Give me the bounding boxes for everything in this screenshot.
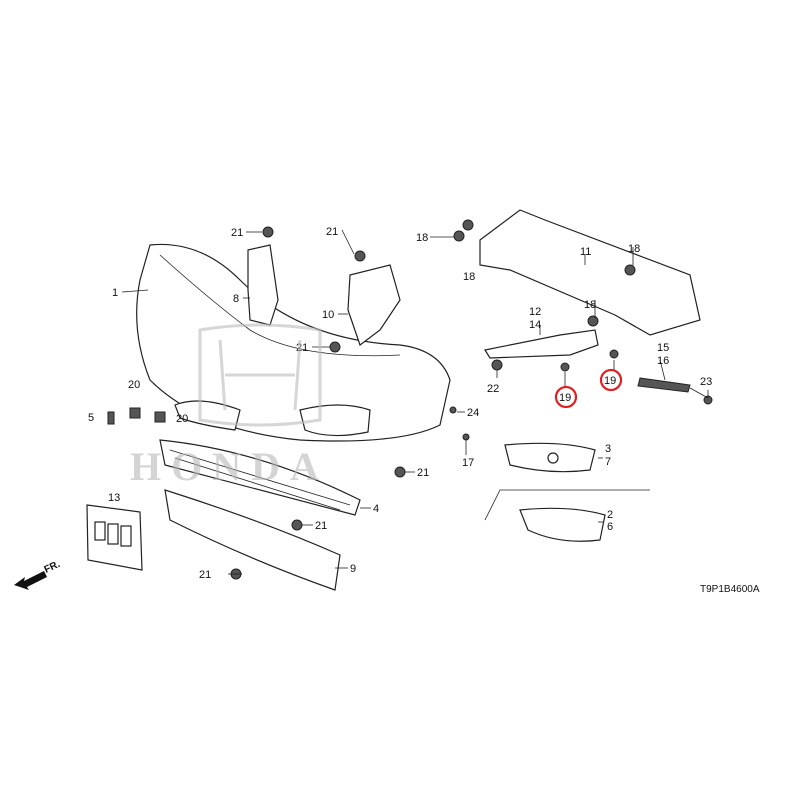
callout-21f[interactable]: 21	[199, 569, 211, 581]
callout-11[interactable]: 11	[580, 246, 591, 258]
callout-4[interactable]: 4	[373, 503, 379, 515]
callout-18a[interactable]: 18	[416, 232, 428, 244]
callout-24[interactable]: 24	[467, 407, 479, 419]
callout-21e[interactable]: 21	[315, 520, 327, 532]
front-direction-label: FR.	[43, 559, 62, 576]
highlight-circle-19a	[554, 385, 578, 409]
callout-14[interactable]: 14	[529, 319, 541, 331]
callout-21d[interactable]: 21	[417, 467, 429, 479]
callout-23[interactable]: 23	[700, 376, 712, 388]
callouts: 1 2 3 4 5 6 7 8 9 10 11 12 14 13 15 16 1…	[88, 226, 712, 581]
callout-8[interactable]: 8	[233, 293, 239, 305]
callout-21a[interactable]: 21	[231, 227, 243, 239]
callout-18c[interactable]: 18	[628, 243, 640, 255]
callout-2[interactable]: 2	[607, 509, 613, 521]
absorber[interactable]	[484, 329, 599, 359]
callout-12[interactable]: 12	[529, 306, 541, 318]
callout-6[interactable]: 6	[607, 521, 613, 533]
fog-grille-2-6[interactable]	[519, 507, 606, 542]
callout-20a[interactable]: 20	[128, 379, 140, 391]
bracket-10[interactable]	[347, 264, 401, 346]
callout-18d[interactable]: 18	[584, 299, 596, 311]
diagram-code: T9P1B4600A	[700, 584, 760, 595]
callout-13[interactable]: 13	[108, 492, 120, 504]
bracket-15-16[interactable]	[637, 377, 691, 393]
callout-16[interactable]: 16	[657, 355, 669, 367]
callout-17[interactable]: 17	[462, 457, 474, 469]
leader-lines	[121, 229, 709, 575]
bracket-8[interactable]	[247, 244, 279, 326]
honda-watermark-text: HONDA	[130, 444, 329, 489]
callout-18b[interactable]: 18	[463, 271, 475, 283]
callout-7[interactable]: 7	[605, 456, 611, 468]
callout-9[interactable]: 9	[350, 563, 356, 575]
callout-20b[interactable]: 20	[176, 413, 188, 425]
front-direction-arrow: FR.	[14, 559, 62, 590]
highlight-circle-19b	[599, 368, 623, 392]
callout-15[interactable]: 15	[657, 342, 669, 354]
callout-5[interactable]: 5	[88, 412, 94, 424]
lower-molding[interactable]	[164, 489, 341, 591]
callout-10[interactable]: 10	[322, 309, 334, 321]
bumper-cover[interactable]	[136, 243, 451, 442]
callout-22[interactable]: 22	[487, 383, 499, 395]
bumper-beam[interactable]	[479, 209, 701, 336]
callout-3[interactable]: 3	[605, 443, 611, 455]
honda-watermark: HONDA	[130, 323, 329, 489]
callout-1[interactable]: 1	[112, 287, 118, 299]
callout-21b[interactable]: 21	[326, 226, 338, 238]
callout-19a[interactable]: 19	[559, 392, 571, 404]
callout-19b[interactable]: 19	[604, 375, 616, 387]
